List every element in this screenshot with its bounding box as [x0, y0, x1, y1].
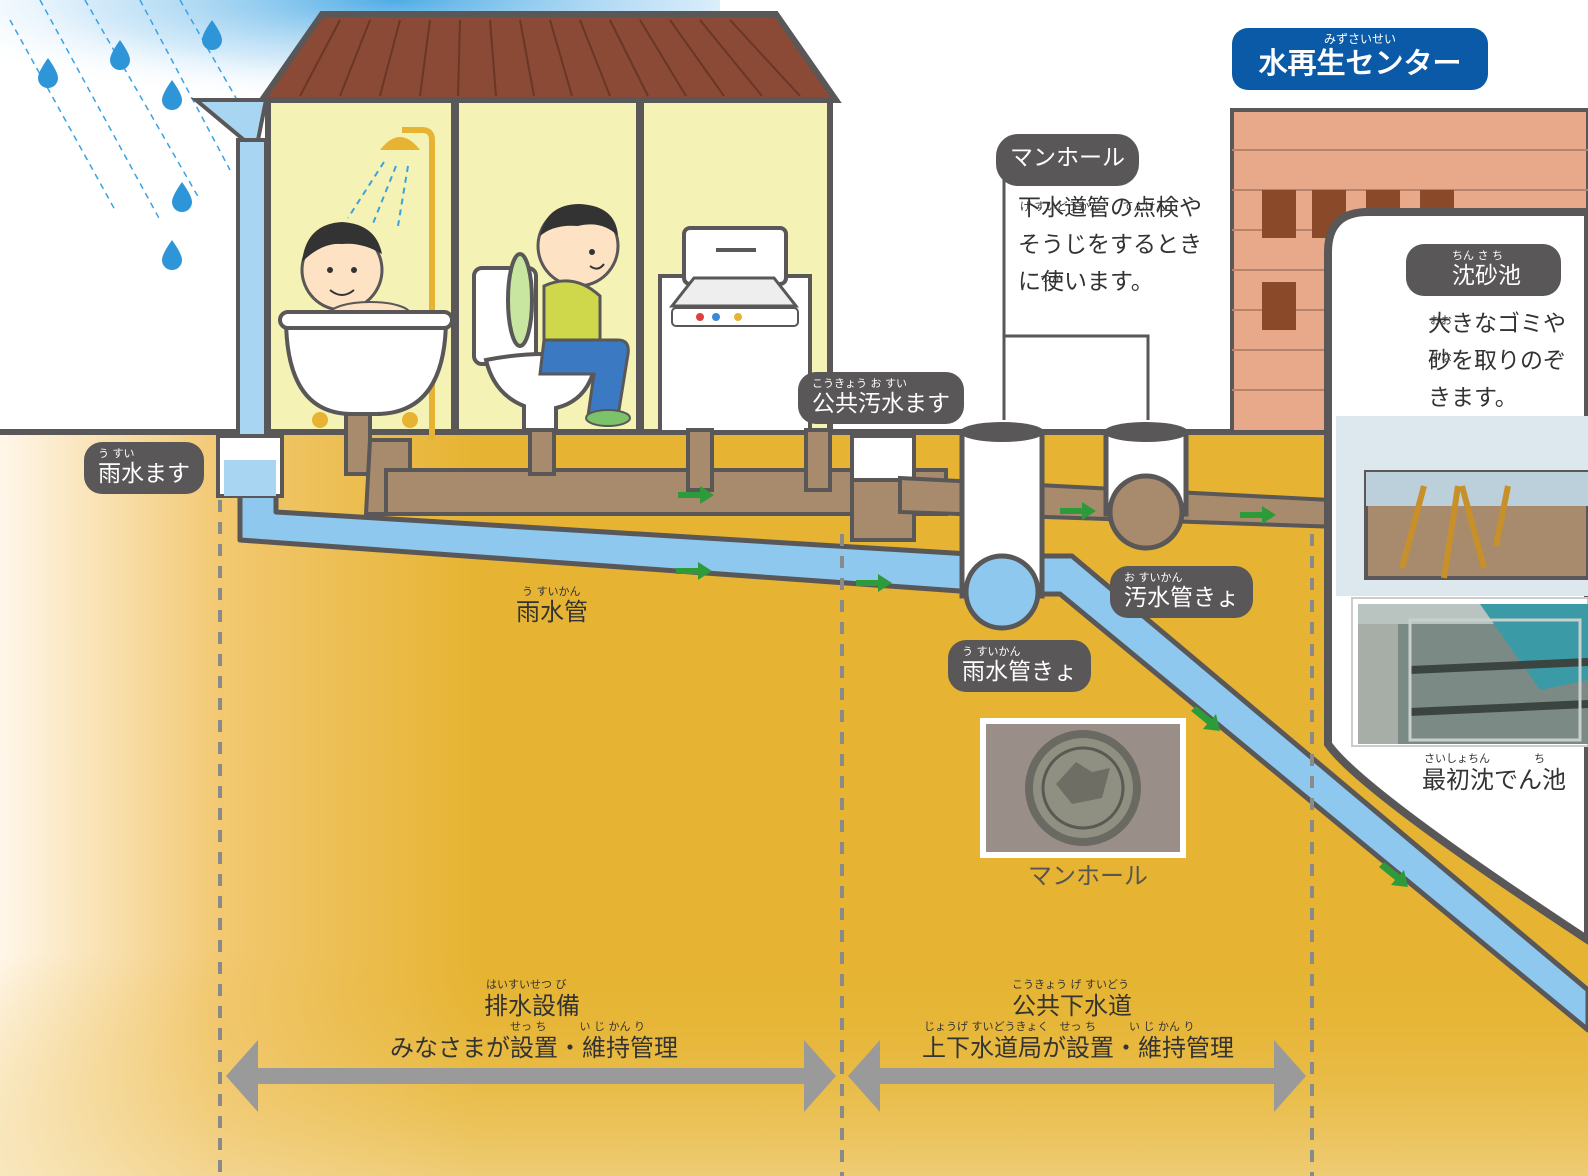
center-title-ruby: みずさいせい — [1323, 32, 1396, 46]
bathtub-icon — [278, 310, 454, 428]
primary-tank-ruby: さいしょちん ち — [1424, 752, 1545, 765]
rain-drop-icon — [38, 20, 222, 270]
person-on-toilet — [536, 204, 631, 427]
center-title-text: 水再生センター — [1258, 46, 1462, 80]
manhole-rain — [959, 422, 1045, 631]
zone-public-ruby: こうきょう げ すいどう — [1012, 978, 1129, 991]
zone-arrow-private — [226, 1040, 836, 1112]
flow-arrow-icon — [676, 486, 1408, 887]
rain-trunk-label: う すいかん 雨水管きょ — [948, 640, 1091, 692]
zone-private-ruby: はいすいせつ び — [486, 978, 567, 991]
roof — [256, 11, 842, 103]
zone-boundaries — [218, 500, 1314, 1176]
manhole-callout-text: げ すいどうかん てんけん 下水道管の点検や そうじをするとき つか に使います… — [1018, 195, 1202, 295]
rain-pipe — [216, 434, 1588, 1033]
public-sewage-inlet-label: こうきょう お すい 公共汚水ます — [798, 372, 964, 424]
rain-pipe-label: 雨水管 — [516, 598, 588, 626]
center-title: みずさいせい 水再生センター — [1232, 28, 1488, 90]
grit-chamber-text: おお 大きなゴミや すな と 砂を取りのぞ きます。 — [1428, 311, 1566, 411]
sewage-trunk-label: お すいかん 汚水管きょ — [1110, 566, 1253, 618]
manhole-photo-caption: マンホール — [1028, 862, 1148, 890]
washing-machine-icon — [658, 226, 812, 434]
rain-pipe-ruby: う すいかん — [522, 585, 581, 598]
manhole-photo — [980, 718, 1186, 858]
manhole-sewage — [1103, 422, 1189, 551]
rain-inlet-label: う すい 雨水ます — [84, 442, 204, 494]
zone-private-title: 排水設備 — [484, 992, 580, 1020]
manhole-callout-title: マンホール — [996, 134, 1139, 186]
primary-tank-photo — [1351, 597, 1588, 747]
water-reclamation-center — [1230, 108, 1588, 945]
zone-private-sub-ruby: せっ ち い じ かん り — [510, 1020, 645, 1033]
zone-public-sub-ruby: じょうげ すいどうきょく せっ ち い じ かん り — [924, 1020, 1195, 1033]
zone-public-sub: 上下水道局が設置・維持管理 — [922, 1034, 1234, 1062]
zone-public-title: 公共下水道 — [1012, 992, 1132, 1020]
zone-arrow-public — [848, 1040, 1306, 1112]
shower-icon — [347, 127, 435, 440]
zone-private-sub: みなさまが設置・維持管理 — [390, 1034, 678, 1062]
grit-chamber-title: ちん さ ち 沈砂池 — [1406, 244, 1561, 296]
primary-tank-label: 最初沈でん池 — [1422, 766, 1566, 794]
